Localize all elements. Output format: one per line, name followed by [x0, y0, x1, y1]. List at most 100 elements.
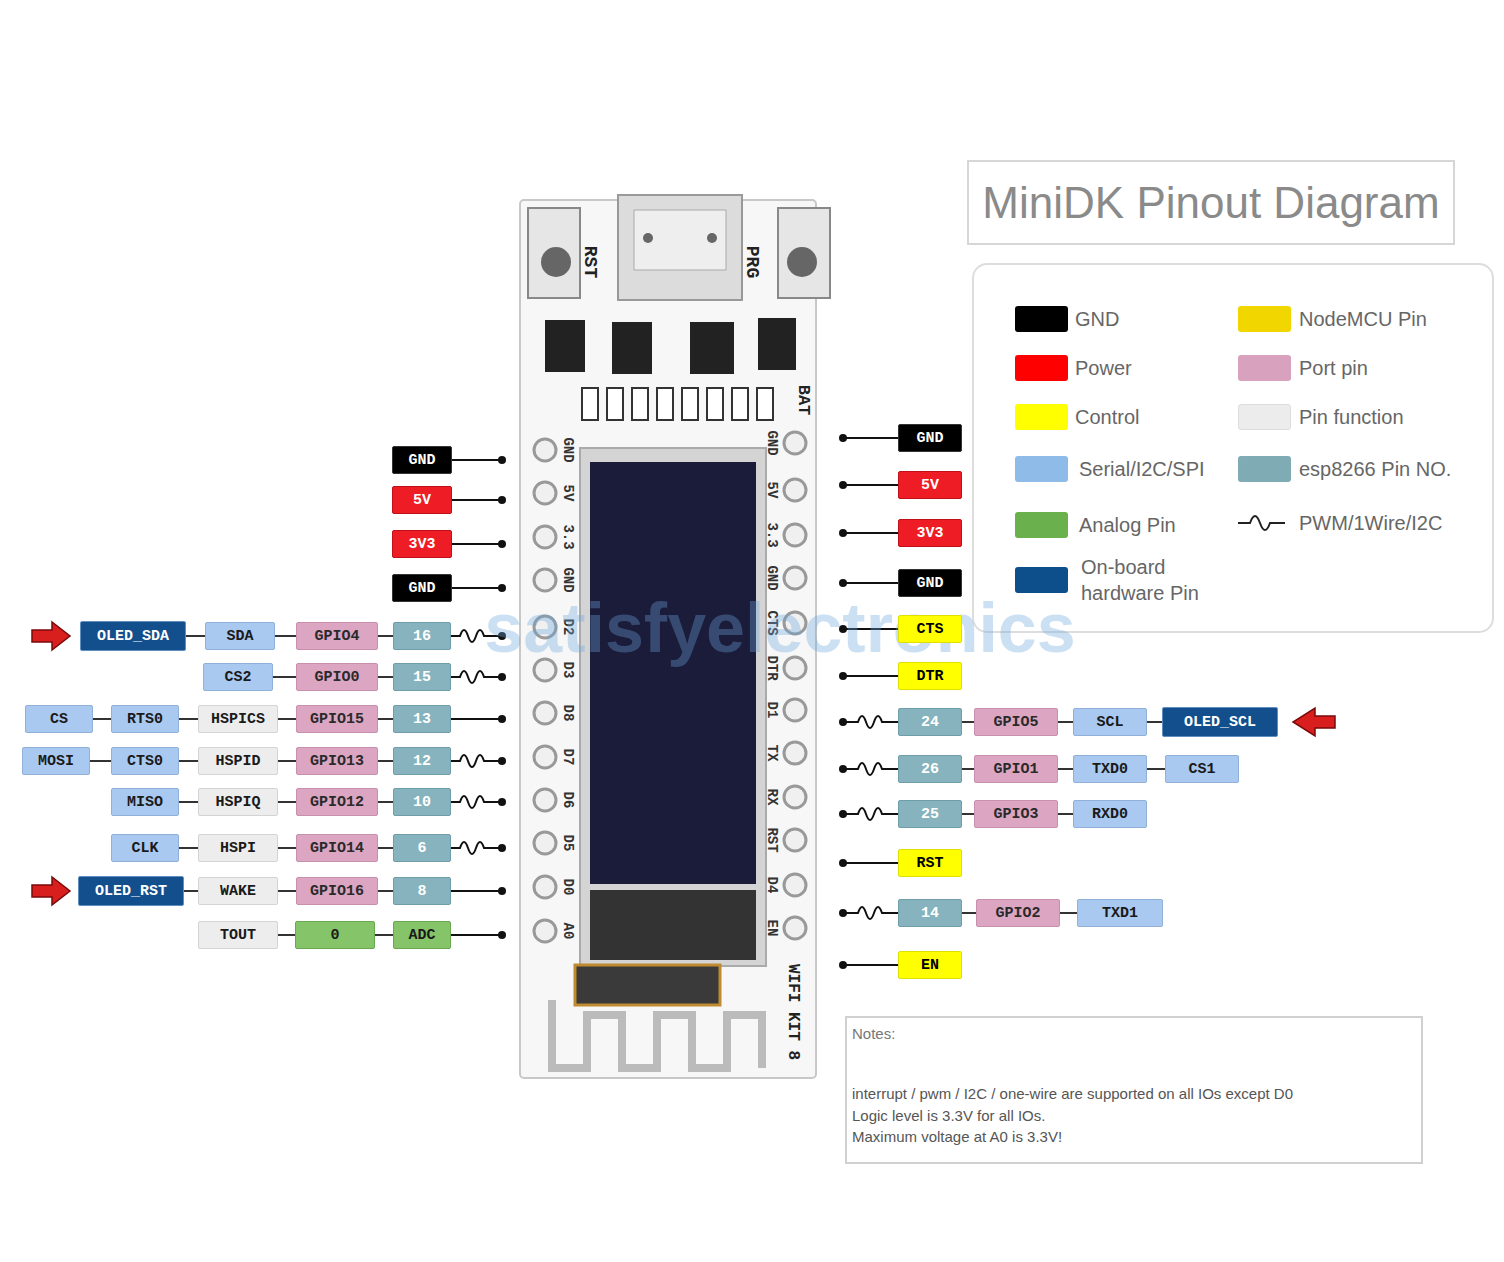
pin-label-text: GPIO1 [993, 762, 1038, 777]
pin-label-text: DTR [916, 669, 943, 684]
pin-label-text: GPIO2 [995, 906, 1040, 921]
silkscreen-label: PRG [742, 246, 763, 278]
pin-label-box: SCL [1073, 708, 1147, 736]
pin-label-text: CTS [916, 622, 943, 637]
pin-connector [278, 847, 296, 849]
pin-label-box: GPIO14 [296, 834, 378, 862]
silkscreen-label: EN [764, 920, 780, 937]
legend-text: Analog Pin [1079, 512, 1176, 538]
legend-text: Serial/I2C/SPI [1079, 456, 1205, 482]
silkscreen-label: D7 [560, 749, 576, 766]
notes-frame [846, 1017, 1422, 1163]
silkscreen-label: D5 [560, 835, 576, 852]
pin-label-text: CTS0 [127, 754, 163, 769]
pin-label-text: EN [921, 958, 939, 973]
legend-text: NodeMCU Pin [1299, 306, 1427, 332]
pin-label-box: GPIO4 [296, 622, 378, 650]
pin-label-box: 6 [393, 834, 451, 862]
pin-label-text: GPIO13 [310, 754, 364, 769]
pwm-symbol [1238, 516, 1285, 530]
pin-label-text: 16 [413, 629, 431, 644]
pin-label-box: TOUT [198, 921, 278, 949]
pin-label-box: 25 [898, 800, 962, 828]
pin-label-text: 14 [921, 906, 939, 921]
pin-label-text: 0 [330, 928, 339, 943]
pin-label-box: SDA [205, 622, 275, 650]
pin-label-box: GPIO12 [296, 788, 378, 816]
pin-label-box: OLED_RST [78, 876, 184, 906]
pin-label-box: TXD1 [1077, 899, 1163, 927]
pin-label-text: 5V [921, 478, 939, 493]
pin-label-text: HSPID [215, 754, 260, 769]
pin-label-text: TOUT [220, 928, 256, 943]
pin-label-text: OLED_RST [95, 884, 167, 899]
pin-label-text: RXD0 [1092, 807, 1128, 822]
pin-connector [378, 635, 393, 637]
pin-label-text: HSPIQ [215, 795, 260, 810]
pin-label-text: RST [916, 856, 943, 871]
silkscreen-label: RST [580, 246, 601, 278]
pin-label-box: 14 [898, 899, 962, 927]
pin-label-text: CS2 [224, 670, 251, 685]
pin-label-box: EN [898, 951, 962, 979]
pin-label-text: 3V3 [408, 537, 435, 552]
silkscreen-label: 3.3 [560, 524, 576, 549]
pin-label-text: WAKE [220, 884, 256, 899]
legend-text: Control [1075, 404, 1139, 430]
pin-connector [962, 912, 976, 914]
legend-swatch [1238, 306, 1291, 332]
pin-label-text: CS [50, 712, 68, 727]
pin-connector [1058, 768, 1073, 770]
pin-label-text: MISO [127, 795, 163, 810]
pin-label-text: 25 [921, 807, 939, 822]
pin-label-text: 15 [413, 670, 431, 685]
pin-label-text: MOSI [38, 754, 74, 769]
legend-frame [973, 264, 1493, 632]
pin-label-box: GPIO0 [296, 663, 378, 691]
note-text: Maximum voltage at A0 is 3.3V! [852, 1128, 1062, 1145]
pin-connector [962, 813, 974, 815]
pin-label-text: GND [916, 576, 943, 591]
pin-label-box: OLED_SCL [1162, 707, 1278, 737]
pin-label-text: GPIO15 [310, 712, 364, 727]
pin-label-box: 5V [898, 471, 962, 499]
pin-label-box: CTS [898, 615, 962, 643]
leader-lines [451, 438, 898, 965]
pin-label-box: 12 [393, 747, 451, 775]
pin-label-box: CS [25, 705, 93, 733]
pin-label-box: 15 [393, 663, 451, 691]
pin-label-box: ADC [393, 921, 451, 949]
pin-label-text: TXD0 [1092, 762, 1128, 777]
pin-connector [273, 676, 296, 678]
legend-swatch [1015, 355, 1068, 381]
legend-text: GND [1075, 306, 1119, 332]
pin-label-box: 26 [898, 755, 962, 783]
legend-text: Pin function [1299, 404, 1404, 430]
pin-connector [179, 847, 198, 849]
silkscreen-label: RST [764, 827, 780, 852]
diagram-title: MiniDK Pinout Diagram [982, 178, 1439, 228]
pin-label-text: HSPI [220, 841, 256, 856]
pin-connector [1147, 721, 1162, 723]
pin-label-text: 3V3 [916, 526, 943, 541]
pin-label-box: 5V [392, 486, 452, 514]
pin-label-box: 3V3 [898, 519, 962, 547]
pin-label-text: GND [408, 453, 435, 468]
pin-label-text: GPIO3 [993, 807, 1038, 822]
pin-label-text: 8 [417, 884, 426, 899]
pin-label-text: OLED_SCL [1184, 715, 1256, 730]
pin-label-box: GPIO13 [296, 747, 378, 775]
pin-label-text: GPIO4 [314, 629, 359, 644]
pin-connector [378, 760, 393, 762]
pin-label-box: 24 [898, 708, 962, 736]
legend-text: esp8266 Pin NO. [1299, 456, 1451, 482]
pin-label-text: GPIO14 [310, 841, 364, 856]
silkscreen-label: D1 [764, 702, 780, 719]
pin-label-box: 13 [393, 705, 451, 733]
pin-connector [90, 760, 111, 762]
pin-label-box: GPIO16 [296, 877, 378, 905]
pin-label-text: SDA [226, 629, 253, 644]
silkscreen-label: TX [764, 745, 780, 762]
